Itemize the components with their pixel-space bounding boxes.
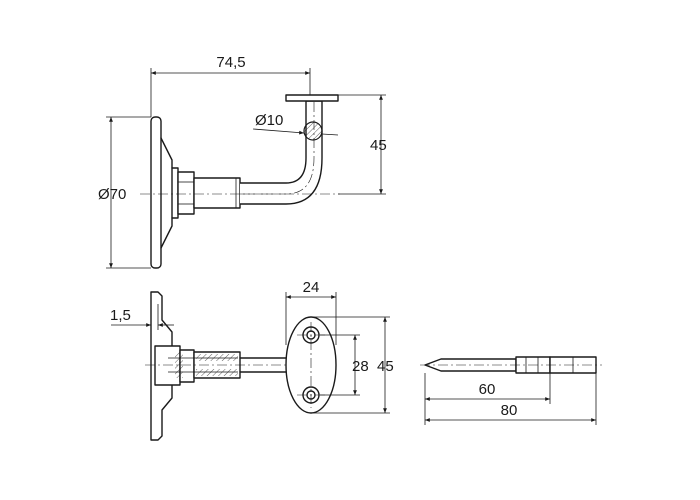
label-base-diameter: Ø70	[98, 186, 126, 203]
dim-thread-length: 60	[424, 373, 551, 425]
screw-view	[420, 356, 602, 374]
hex-nut	[177, 171, 195, 215]
dim-base-diameter: Ø70	[98, 116, 151, 269]
section-rod	[239, 357, 293, 373]
bracket-section-view	[145, 291, 300, 441]
label-total-length: 80	[501, 402, 518, 419]
label-thread-length: 60	[479, 381, 496, 398]
label-hole-spacing: 28	[352, 358, 369, 375]
label-rail-height: 45	[370, 137, 387, 154]
label-plate-width: 24	[303, 279, 320, 296]
base-boss	[160, 137, 173, 249]
bracket-side-view	[140, 94, 340, 269]
label-bracket-length: 74,5	[216, 54, 245, 71]
label-plate-height: 45	[377, 358, 394, 375]
dim-bracket-length: 74,5	[150, 54, 311, 117]
dim-base-thickness: 1,5	[110, 304, 174, 330]
label-rod-diameter: Ø10	[255, 112, 283, 129]
label-base-thickness: 1,5	[110, 307, 131, 324]
saddle-plate-view	[285, 316, 337, 414]
saddle-plate	[285, 94, 339, 102]
rod-sleeve	[193, 177, 241, 209]
rod-section	[303, 121, 323, 141]
dim-rail-height: 45	[338, 94, 387, 195]
dim-plate-height: 45	[311, 316, 394, 414]
base-disc	[150, 116, 162, 269]
dim-rod-diameter: Ø10	[252, 112, 339, 136]
dim-total-length: 80	[425, 373, 597, 425]
dim-plate-width: 24	[285, 279, 337, 345]
dim-hole-spacing: 28	[320, 334, 369, 396]
